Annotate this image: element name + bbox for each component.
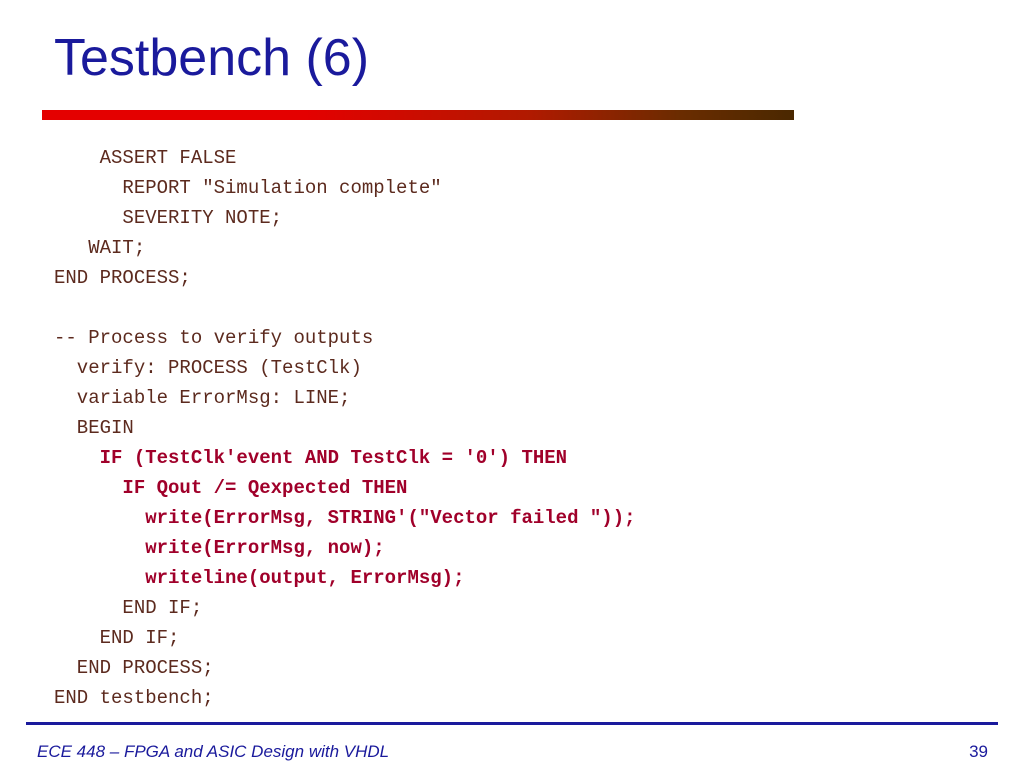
code-line: END PROCESS; <box>54 267 191 289</box>
code-line: END IF; <box>54 627 180 649</box>
code-line: WAIT; <box>54 237 146 259</box>
code-line: END PROCESS; <box>54 657 214 679</box>
code-block: ASSERT FALSE REPORT "Simulation complete… <box>54 143 636 713</box>
page-number: 39 <box>969 742 988 761</box>
code-line: ASSERT FALSE <box>54 147 237 169</box>
code-line: verify: PROCESS (TestClk) <box>54 357 362 379</box>
slide-title: Testbench (6) <box>54 29 370 87</box>
title-underline <box>42 110 794 120</box>
code-line: writeline(output, ErrorMsg); <box>54 567 465 589</box>
code-line: END testbench; <box>54 687 214 709</box>
code-line: IF (TestClk'event AND TestClk = '0') THE… <box>54 447 568 469</box>
code-line <box>54 293 636 323</box>
footer-course-title: ECE 448 – FPGA and ASIC Design with VHDL <box>37 742 390 761</box>
code-line: END IF; <box>54 597 203 619</box>
footer-divider <box>26 722 998 725</box>
code-line: -- Process to verify outputs <box>54 327 374 349</box>
code-line: SEVERITY NOTE; <box>54 207 283 229</box>
code-line: REPORT "Simulation complete" <box>54 177 442 199</box>
code-line: write(ErrorMsg, now); <box>54 537 385 559</box>
code-line: variable ErrorMsg: LINE; <box>54 387 351 409</box>
code-line: IF Qout /= Qexpected THEN <box>54 477 408 499</box>
code-line: BEGIN <box>54 417 134 439</box>
code-line: write(ErrorMsg, STRING'("Vector failed "… <box>54 507 636 529</box>
